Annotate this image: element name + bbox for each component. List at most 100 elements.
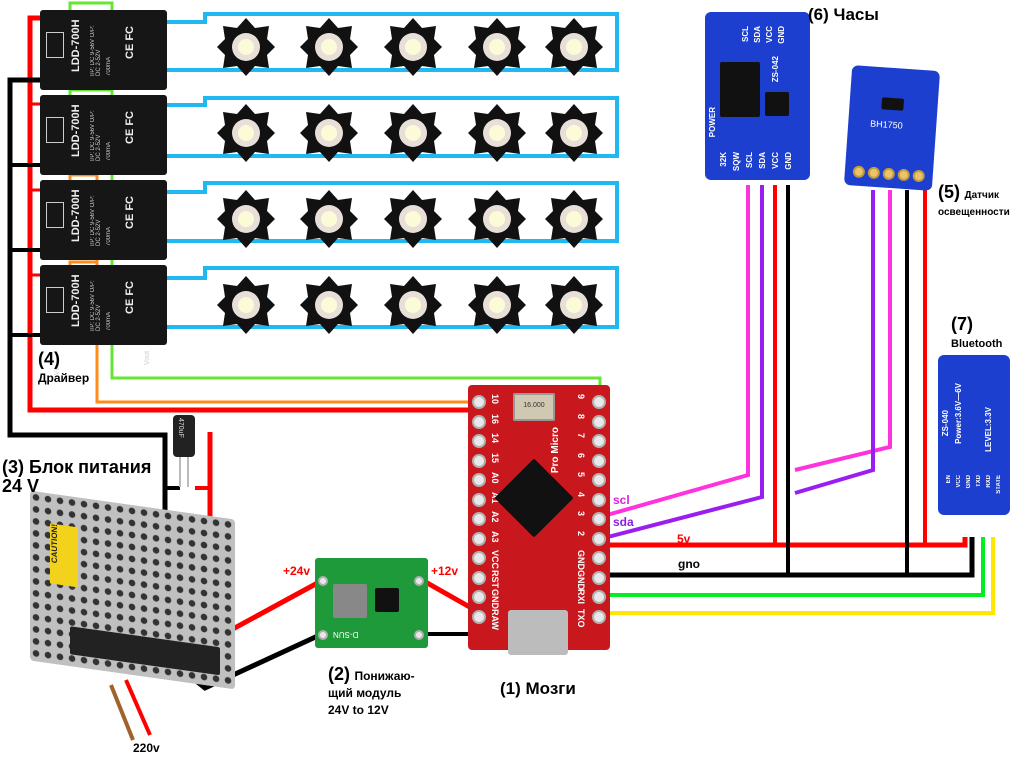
crystal: 16.000	[513, 393, 555, 421]
chip-label: ZS-042	[771, 56, 780, 83]
bt-level-text: LEVEL:3.3V	[984, 407, 993, 452]
led-wire-row-3	[148, 181, 619, 243]
meanwell-logo	[46, 117, 64, 143]
bt-pin-label: RXD	[986, 475, 992, 488]
pin-label: RXI	[576, 589, 586, 605]
led-star	[384, 190, 442, 248]
atmega-chip	[494, 458, 574, 538]
pin-gnd	[592, 551, 606, 565]
wire-scl	[599, 185, 750, 519]
bt-power-text: Power:3.6V—6V	[954, 383, 963, 444]
pin-10	[472, 395, 486, 409]
led-star	[217, 276, 275, 334]
pin-label: 14	[490, 433, 500, 444]
capacitor: 470uF	[173, 415, 195, 487]
clock-pin-label: SDA	[758, 152, 767, 169]
pin-label: 6	[576, 452, 586, 458]
led-star	[384, 276, 442, 334]
led-star	[217, 190, 275, 248]
pin-label: 3	[576, 511, 586, 517]
pin-label: 7	[576, 433, 586, 439]
wire-label-5v: 5v	[677, 532, 691, 546]
clock-pin-label: GND	[784, 152, 793, 170]
label-stepdown: (2) Понижаю- щий модуль 24V to 12V	[328, 664, 415, 717]
led-star	[468, 104, 526, 162]
ce-fc-marks: CE FC	[124, 196, 136, 229]
driver-current: 700mA	[106, 226, 112, 246]
board-name: Pro Micro	[550, 427, 561, 474]
led-star	[468, 18, 526, 76]
wire-dim-orange	[68, 173, 478, 404]
pin-label: RST	[490, 569, 500, 588]
label-clock: (6) Часы	[808, 5, 879, 24]
pin-out-plus	[414, 576, 424, 586]
driver-spec: I/P: DC 9-56V O/P: DC 2-52V	[90, 25, 102, 76]
sensor-pin	[897, 168, 911, 182]
eeprom-chip	[765, 92, 789, 116]
led-star	[545, 18, 603, 76]
led-star	[468, 276, 526, 334]
pin-4	[592, 492, 606, 507]
pin-2	[592, 531, 606, 546]
pin-label: GND	[576, 550, 586, 570]
meanwell-logo	[46, 32, 64, 58]
pin-a3	[472, 531, 486, 546]
caution-label: CAUTION!	[50, 523, 78, 588]
pin-14	[472, 434, 486, 448]
clock-pin-label: SQW	[732, 152, 741, 172]
driver-module: LDD-700H I/P: DC 9-56V O/P: DC 2-52V 700…	[40, 265, 167, 375]
brand-label: D-SUN	[333, 630, 359, 639]
wire-label-gnd: gno	[678, 557, 700, 571]
label-brain: (1) Мозги	[500, 679, 576, 698]
sensor-pin	[912, 169, 926, 183]
pin-label: A3	[490, 530, 500, 543]
pin-vcc	[472, 551, 486, 565]
led-star	[545, 190, 603, 248]
pin-7	[592, 434, 606, 448]
wire-rx	[598, 537, 985, 597]
pin-rxi	[592, 590, 606, 604]
pin-label: 15	[490, 452, 500, 463]
led-star	[545, 276, 603, 334]
led-star	[300, 18, 358, 76]
power-supply-unit: CAUTION!	[30, 490, 235, 690]
led-star	[468, 190, 526, 248]
sensor-pin	[867, 166, 881, 180]
driver-module: LDD-700H I/P: DC 9-56V O/P: DC 2-52V 700…	[40, 180, 167, 290]
led-wire-row-1	[148, 12, 619, 72]
pin-label: 4	[576, 491, 586, 497]
clock-top-pin-label: SCL	[741, 26, 750, 42]
pin-gnd	[472, 590, 486, 604]
label-bluetooth: (7)Bluetooth	[951, 314, 1003, 350]
pin-label: TXO	[576, 608, 586, 628]
pin-in-plus	[318, 576, 328, 586]
wire-sda	[599, 185, 764, 541]
pin-15	[472, 453, 486, 468]
driver-spec: I/P: DC 9-56V O/P: DC 2-52V	[90, 280, 102, 331]
led-star	[300, 104, 358, 162]
led-star	[384, 18, 442, 76]
inductor	[333, 584, 367, 618]
ce-fc-marks: CE FC	[124, 281, 136, 314]
clock-top-pin-label: VCC	[765, 26, 774, 43]
pro-micro-board: 10161415A0A1A2A3VCCRSTGNDRAW 98765432GND…	[468, 385, 610, 655]
led-wire-row-4	[148, 266, 619, 329]
wire-gnd-signal	[598, 537, 975, 578]
pin-label: GND	[576, 569, 586, 590]
pin-txo	[592, 609, 606, 624]
pin-a0	[472, 473, 486, 487]
terminal-block	[70, 626, 220, 676]
bt-pin-label: VCC	[956, 475, 962, 488]
label-light-sensor: (5) Датчик освещенности	[938, 182, 1010, 218]
pin-6	[592, 453, 606, 468]
driver-model: LDD-700H	[70, 189, 82, 242]
capacitor-value: 470uF	[177, 418, 184, 438]
clock-pin-label: 32K	[719, 152, 728, 167]
pin-a1	[472, 492, 486, 507]
pin-16	[472, 414, 486, 429]
clock-pin-label: SCL	[745, 152, 754, 168]
power-label: POWER	[708, 107, 717, 138]
